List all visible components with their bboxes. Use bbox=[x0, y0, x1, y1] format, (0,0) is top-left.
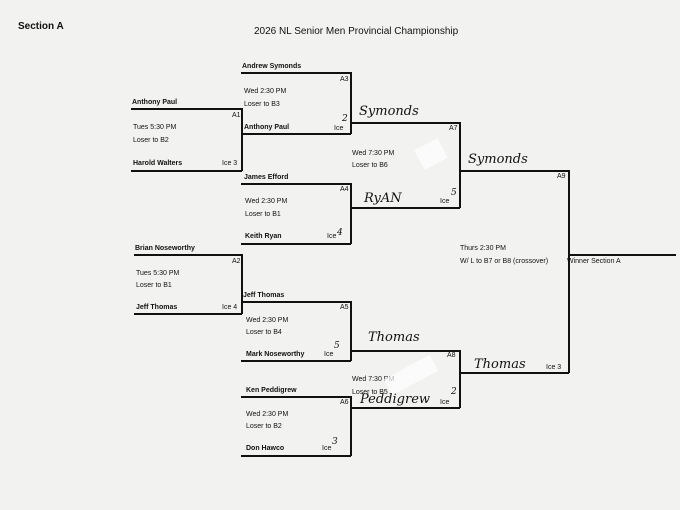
a4-top-line bbox=[241, 183, 351, 185]
a3-winner-handwritten: Symonds bbox=[359, 104, 419, 119]
a3-connector bbox=[350, 72, 352, 134]
a5-winner-handwritten: Thomas bbox=[368, 330, 420, 345]
a7-loser: Loser to B6 bbox=[352, 162, 388, 169]
a8-ice: Ice bbox=[440, 399, 450, 406]
a6-game-code: A6 bbox=[340, 399, 349, 406]
a3-ice-handwritten: 2 bbox=[342, 114, 348, 124]
a3-game-code: A3 bbox=[340, 76, 349, 83]
a6-time: Wed 2:30 PM bbox=[246, 411, 289, 418]
a8-ice-handwritten: 2 bbox=[451, 387, 457, 397]
a1-team-bottom: Harold Walters bbox=[133, 160, 183, 167]
a1-game-code: A1 bbox=[232, 112, 241, 119]
a2-bottom-line bbox=[134, 313, 242, 315]
a1-bottom-line bbox=[131, 170, 242, 172]
a3-team-top: Andrew Symonds bbox=[242, 63, 302, 70]
a7-game-code: A7 bbox=[449, 125, 458, 132]
a9-ice: Ice 3 bbox=[546, 364, 562, 371]
a5-ice: Ice bbox=[324, 351, 334, 358]
a7-time: Wed 7:30 PM bbox=[352, 150, 395, 157]
winner-section-label: Winner Section A bbox=[567, 258, 621, 265]
a2-team-top: Brian Noseworthy bbox=[135, 245, 195, 252]
a6-winner-handwritten: Peddigrew bbox=[360, 392, 431, 407]
a9-game-code: A9 bbox=[557, 173, 566, 180]
a3-time: Wed 2:30 PM bbox=[244, 88, 287, 95]
a6-connector bbox=[350, 396, 352, 456]
a8-bottom-line bbox=[350, 407, 460, 409]
a2-loser: Loser to B1 bbox=[136, 282, 172, 289]
a2-team-bottom: Jeff Thomas bbox=[136, 304, 178, 311]
a2-top-line bbox=[134, 254, 242, 256]
a3-team-bottom: Anthony Paul bbox=[244, 124, 290, 131]
a8-top-line bbox=[350, 350, 460, 352]
a3-top-line bbox=[241, 72, 351, 74]
a6-ice: Ice bbox=[322, 445, 332, 452]
a6-ice-handwritten: 3 bbox=[332, 437, 338, 447]
a2-connector bbox=[241, 254, 243, 314]
correction-tape-a7 bbox=[414, 138, 448, 170]
a1-loser: Loser to B2 bbox=[133, 137, 169, 144]
a7-connector bbox=[459, 122, 461, 208]
a5-connector bbox=[350, 301, 352, 361]
a4-ice-handwritten: 4 bbox=[337, 228, 343, 238]
section-label: Section A bbox=[18, 21, 64, 32]
a2-game-code: A2 bbox=[232, 258, 241, 265]
a8-loser: Loser to B5 bbox=[352, 389, 388, 396]
a7-winner-handwritten: Symonds bbox=[468, 152, 528, 167]
a4-loser: Loser to B1 bbox=[245, 211, 281, 218]
a6-team-top: Ken Peddigrew bbox=[246, 387, 297, 394]
a3-bottom-line bbox=[241, 133, 351, 135]
a8-winner-handwritten: Thomas bbox=[474, 357, 526, 372]
a7-ice: Ice bbox=[440, 198, 450, 205]
a9-connector bbox=[568, 170, 570, 373]
correction-tape-a8 bbox=[383, 354, 439, 396]
a3-ice: Ice bbox=[334, 125, 344, 132]
a4-bottom-line bbox=[241, 243, 351, 245]
a6-team-bottom: Don Hawco bbox=[246, 445, 285, 452]
a8-time: Wed 7:30 PM bbox=[352, 376, 395, 383]
a4-team-top: James Efford bbox=[244, 174, 289, 181]
a1-ice: Ice 3 bbox=[222, 160, 238, 167]
a9-winner-line bbox=[568, 254, 676, 256]
a6-bottom-line bbox=[241, 455, 351, 457]
a1-top-line bbox=[131, 108, 242, 110]
a5-loser: Loser to B4 bbox=[246, 329, 282, 336]
a2-time: Tues 5:30 PM bbox=[136, 270, 180, 277]
a5-top-line bbox=[241, 301, 351, 303]
a4-team-bottom: Keith Ryan bbox=[245, 233, 282, 240]
a4-time: Wed 2:30 PM bbox=[245, 198, 288, 205]
a2-ice: Ice 4 bbox=[222, 304, 238, 311]
a9-top-line bbox=[459, 170, 569, 172]
a5-game-code: A5 bbox=[340, 304, 349, 311]
a7-bottom-line bbox=[350, 207, 460, 209]
a5-ice-handwritten: 5 bbox=[334, 341, 340, 351]
a9-time: Thurs 2:30 PM bbox=[460, 245, 506, 252]
page-title: 2026 NL Senior Men Provincial Championsh… bbox=[254, 26, 459, 37]
a7-top-line bbox=[350, 122, 460, 124]
a1-time: Tues 5:30 PM bbox=[133, 124, 177, 131]
a6-top-line bbox=[241, 396, 351, 398]
a5-team-bottom: Mark Noseworthy bbox=[246, 351, 305, 358]
a9-bottom-line bbox=[459, 372, 569, 374]
a9-loser: W/ L to B7 or B8 (crossover) bbox=[460, 258, 549, 265]
a5-bottom-line bbox=[241, 360, 351, 362]
a4-connector bbox=[350, 183, 352, 244]
a4-game-code: A4 bbox=[340, 186, 349, 193]
a5-time: Wed 2:30 PM bbox=[246, 317, 289, 324]
a1-connector bbox=[241, 108, 243, 171]
a7-ice-handwritten: 5 bbox=[451, 188, 457, 198]
a3-loser: Loser to B3 bbox=[244, 101, 280, 108]
a6-loser: Loser to B2 bbox=[246, 423, 282, 430]
a8-connector bbox=[459, 350, 461, 408]
a5-team-top: Jeff Thomas bbox=[243, 292, 285, 299]
a1-team-top: Anthony Paul bbox=[132, 99, 178, 106]
a4-winner-handwritten: RyAN bbox=[364, 191, 402, 206]
a8-game-code: A8 bbox=[447, 352, 456, 359]
a4-ice: Ice bbox=[327, 233, 337, 240]
